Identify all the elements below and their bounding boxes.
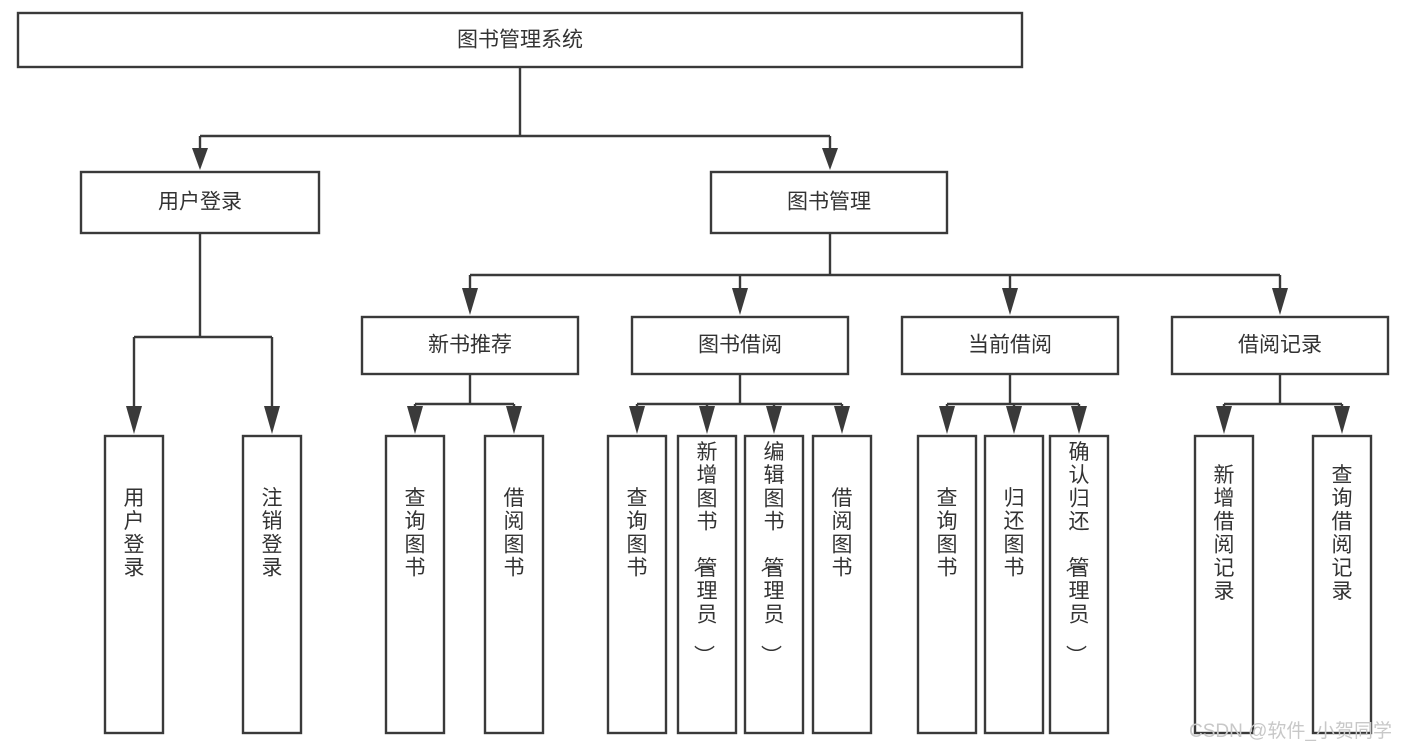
node-leaf-borrow-book-2-box[interactable] [811, 434, 873, 735]
node-leaf-query-book-1-label: 查询图书 [405, 487, 426, 580]
node-leaf-add-book-label: 新增图书（管理员） [692, 441, 718, 666]
node-leaf-query-record[interactable]: 查询借阅记录 [1311, 434, 1373, 735]
node-leaf-query-book-1[interactable]: 查询图书 [384, 434, 446, 735]
node-leaf-query-book-1-box[interactable] [384, 434, 446, 735]
node-user-login-box[interactable] [79, 170, 321, 235]
node-current-borrow-label: 当前借阅 [968, 334, 1052, 357]
node-user-login[interactable]: 用户登录 [79, 170, 321, 235]
node-leaf-query-book-2-box[interactable] [606, 434, 668, 735]
arrow-leaf-confirm-return [1071, 406, 1087, 434]
node-leaf-return-book-label: 归还图书 [1004, 487, 1025, 580]
connectors-layer [126, 67, 1350, 434]
node-leaf-user-login-label: 用户登录 [124, 487, 145, 580]
node-leaf-logout[interactable]: 注销登录 [241, 434, 303, 735]
node-user-login-label: 用户登录 [158, 191, 242, 214]
arrow-leaf-query-record [1334, 406, 1350, 434]
node-root-label: 图书管理系统 [457, 29, 583, 52]
node-current-borrow[interactable]: 当前借阅 [900, 315, 1120, 376]
arrow-to-new-book-recommend [462, 288, 478, 315]
node-leaf-query-book-2[interactable]: 查询图书 [606, 434, 668, 735]
node-leaf-query-record-box[interactable] [1311, 434, 1373, 735]
node-leaf-query-book-3-box[interactable] [916, 434, 978, 735]
node-leaf-confirm-return[interactable]: 确认归还（管理员） [1048, 434, 1110, 735]
node-leaf-query-book-3-label: 查询图书 [937, 487, 958, 580]
node-book-borrow-label: 图书借阅 [698, 334, 782, 357]
arrow-leaf-user-login [126, 406, 142, 434]
arrow-leaf-return-book [1006, 406, 1022, 434]
node-leaf-borrow-book-1[interactable]: 借阅图书 [483, 434, 545, 735]
arrow-leaf-edit-book [766, 406, 782, 434]
node-leaf-query-record-label: 查询借阅记录 [1332, 464, 1353, 603]
node-leaf-user-login[interactable]: 用户登录 [103, 434, 165, 735]
node-leaf-edit-book[interactable]: 编辑图书（管理员） [743, 434, 805, 735]
node-leaf-query-book-2-label: 查询图书 [627, 487, 648, 580]
node-book-manage-box[interactable] [709, 170, 949, 235]
node-leaf-add-record-box[interactable] [1193, 434, 1255, 735]
node-leaf-user-login-box[interactable] [103, 434, 165, 735]
node-borrow-record-label: 借阅记录 [1238, 334, 1322, 357]
arrow-leaf-logout [264, 406, 280, 434]
node-leaf-return-book[interactable]: 归还图书 [983, 434, 1045, 735]
node-leaf-borrow-book-1-label: 借阅图书 [504, 487, 525, 580]
node-leaf-edit-book-box[interactable] [743, 434, 805, 735]
arrow-leaf-query-book-3 [939, 406, 955, 434]
node-leaf-add-book-box[interactable] [676, 434, 738, 735]
node-leaf-add-record[interactable]: 新增借阅记录 [1193, 434, 1255, 735]
node-leaf-borrow-book-2[interactable]: 借阅图书 [811, 434, 873, 735]
arrow-to-current-borrow [1002, 288, 1018, 315]
node-book-borrow[interactable]: 图书借阅 [630, 315, 850, 376]
node-new-book-recommend[interactable]: 新书推荐 [360, 315, 580, 376]
node-root-box[interactable] [16, 11, 1024, 69]
arrow-to-borrow-record [1272, 288, 1288, 315]
node-leaf-edit-book-label: 编辑图书（管理员） [759, 441, 785, 666]
node-current-borrow-box[interactable] [900, 315, 1120, 376]
arrow-leaf-add-book [699, 406, 715, 434]
arrow-leaf-query-book-2 [629, 406, 645, 434]
arrow-leaf-borrow-book-2 [834, 406, 850, 434]
node-leaf-add-book[interactable]: 新增图书（管理员） [676, 434, 738, 735]
node-leaf-return-book-box[interactable] [983, 434, 1045, 735]
arrow-to-user-login [192, 148, 208, 170]
node-leaf-logout-label: 注销登录 [262, 487, 283, 580]
node-leaf-borrow-book-1-box[interactable] [483, 434, 545, 735]
node-leaf-confirm-return-label: 确认归还（管理员） [1064, 441, 1090, 666]
node-borrow-record[interactable]: 借阅记录 [1170, 315, 1390, 376]
node-leaf-confirm-return-box[interactable] [1048, 434, 1110, 735]
node-book-manage[interactable]: 图书管理 [709, 170, 949, 235]
arrow-to-book-manage [822, 148, 838, 170]
node-new-book-recommend-label: 新书推荐 [428, 334, 512, 357]
arrow-to-book-borrow [732, 288, 748, 315]
node-book-borrow-box[interactable] [630, 315, 850, 376]
node-leaf-logout-box[interactable] [241, 434, 303, 735]
watermark-label: CSDN @软件_小贺同学 [1189, 720, 1392, 742]
node-book-manage-label: 图书管理 [787, 191, 871, 214]
arrow-leaf-query-book-1 [407, 406, 423, 434]
node-root[interactable]: 图书管理系统 [16, 11, 1024, 69]
arrow-leaf-add-record [1216, 406, 1232, 434]
node-borrow-record-box[interactable] [1170, 315, 1390, 376]
node-leaf-add-record-label: 新增借阅记录 [1214, 464, 1235, 603]
node-leaf-borrow-book-2-label: 借阅图书 [832, 487, 853, 580]
node-new-book-recommend-box[interactable] [360, 315, 580, 376]
arrow-leaf-borrow-book-1 [506, 406, 522, 434]
node-leaf-query-book-3[interactable]: 查询图书 [916, 434, 978, 735]
